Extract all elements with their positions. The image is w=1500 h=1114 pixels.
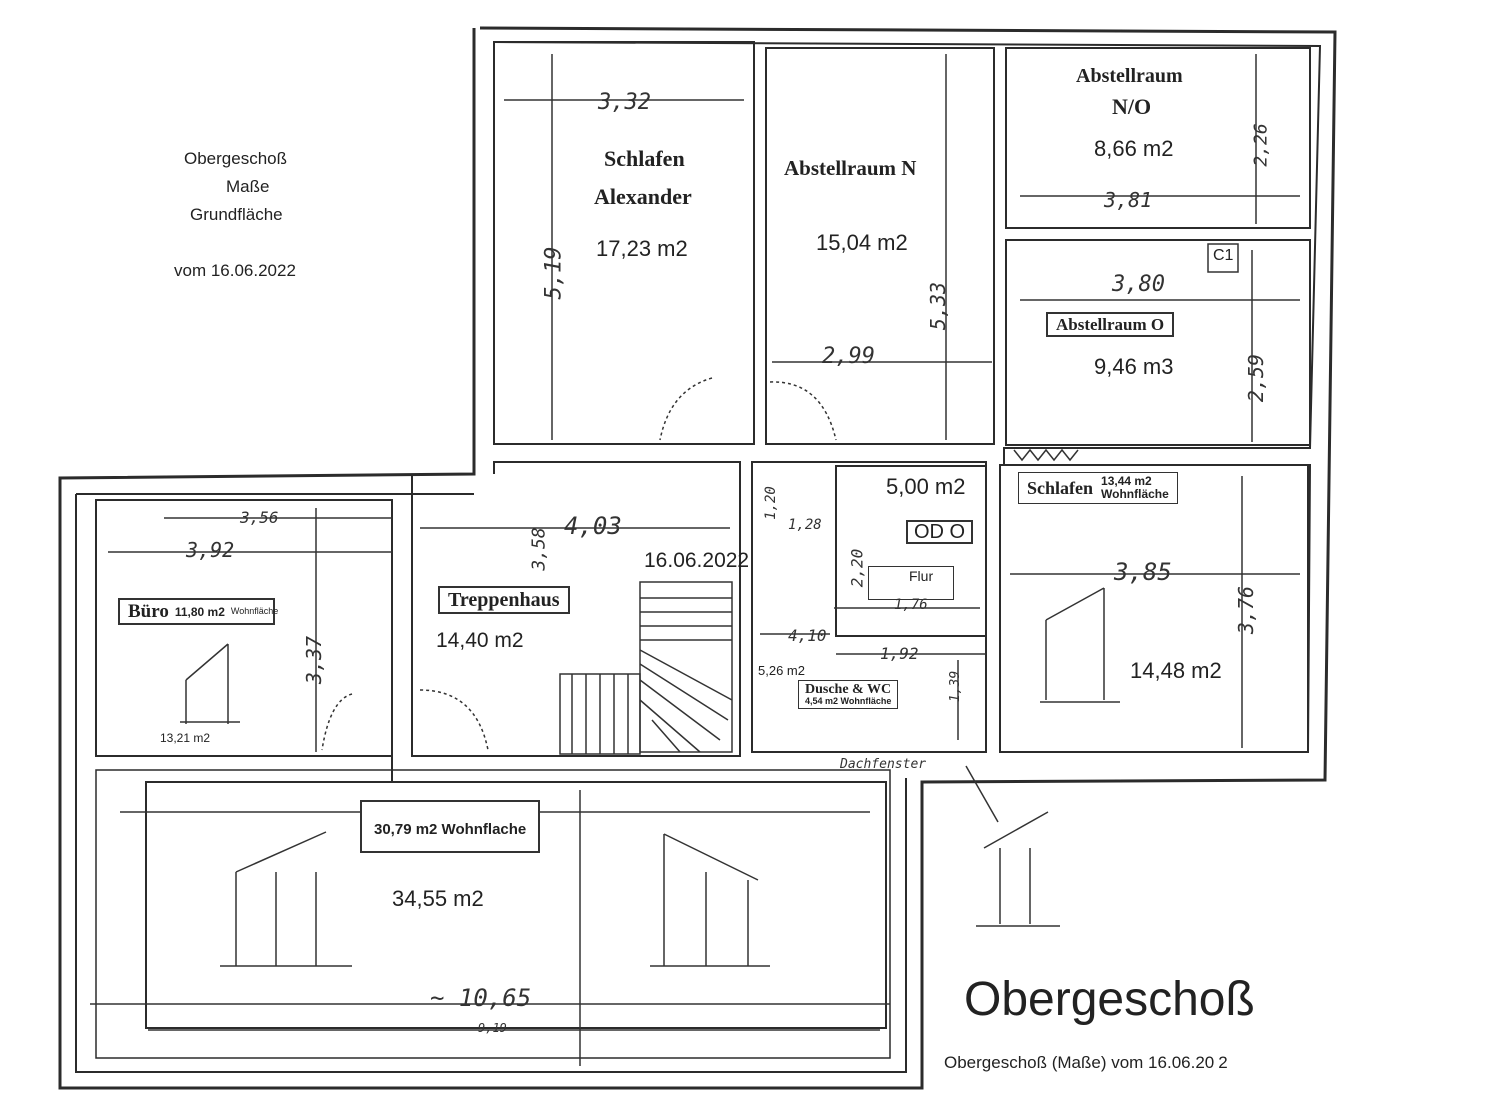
wall-dachraum-outer <box>95 769 891 1059</box>
room-abstellraum-no-name1: Abstellraum <box>1076 65 1183 87</box>
room-buero-living: 11,80 m2 <box>174 604 225 619</box>
stamp-date: 16.06.2022 <box>644 549 750 572</box>
room-flur-name: Flur <box>868 566 955 600</box>
room-abstellraum-n-name: Abstellraum N <box>784 156 917 180</box>
room-abstellraum-no-area: 8,66 m2 <box>1094 136 1174 161</box>
dim-flur-a: 1,28 <box>788 517 822 533</box>
room-buero-area: 13,21 m2 <box>160 731 211 745</box>
dim-abstellraum-o-width: 3,80 <box>1112 272 1165 297</box>
wall-schlafen-alexander <box>493 41 755 445</box>
door-arc-treppenhaus <box>419 689 489 751</box>
room-dusche-area: 5,26 m2 <box>758 663 805 678</box>
dim-dusche: 4,10 <box>788 626 827 645</box>
slope-symbol-buero <box>180 643 240 724</box>
dim-abstellraum-no-width: 3,81 <box>1104 188 1153 212</box>
room-schlafen-name: Schlafen <box>1027 478 1094 499</box>
wall-dachraum <box>145 781 887 1029</box>
wall-lower-block <box>75 493 907 1073</box>
wall-flur <box>751 461 987 753</box>
outer-wall-upper <box>58 26 1337 1090</box>
dim-abstellraum-no-height: 2,26 <box>1250 123 1272 167</box>
label-dachfenster: Dachfenster <box>840 757 927 772</box>
dim-dusche-height: 1,39 <box>948 670 964 703</box>
dim-flur-b: 1,20 <box>762 486 779 520</box>
room-flur-label: OD O <box>906 520 974 544</box>
plan-footer-end: 2 <box>1218 1053 1228 1072</box>
room-alexander-name1: Schlafen <box>604 146 685 171</box>
room-abstellraum-no-name2: N/O <box>1112 94 1152 119</box>
dim-dachraum-inner: 9,19 <box>478 1021 507 1035</box>
dim-treppenhaus-height: 3,58 <box>528 527 550 571</box>
slope-symbol-schlafen <box>1040 587 1120 703</box>
room-dusche-name: Dusche & WC <box>805 682 892 697</box>
room-dusche-living: 4,54 m2 Wohnfläche <box>805 696 892 707</box>
dim-alexander-width: 3,32 <box>598 90 651 115</box>
room-dusche-label: Dusche & WC 4,54 m2 Wohnfläche <box>798 680 899 710</box>
header-line1: Obergeschoß <box>184 149 287 168</box>
wall-treppenhaus <box>411 461 741 757</box>
slope-symbol-dach-left <box>220 831 352 967</box>
room-schlafen-living-note: Wohnfläche <box>1101 487 1169 502</box>
door-arc-alexander <box>659 377 713 441</box>
plan-footer-text: Obergeschoß (Maße) vom 16.06.20 <box>944 1053 1215 1072</box>
header-line3: Grundfläche <box>190 205 283 224</box>
wall-flur-inner <box>835 465 987 637</box>
dim-dachraum-width: ~ 10,65 <box>430 984 532 1012</box>
stairs <box>559 581 733 755</box>
room-dachraum-living: 30,79 m2 Wohnflache <box>360 800 541 853</box>
slope-symbol-dach-right <box>650 833 770 967</box>
room-abstellraum-o-name: Abstellraum O <box>1046 312 1175 337</box>
dim-abstellraum-o-height: 2,59 <box>1244 353 1269 403</box>
door-arc-abstellraum-n <box>769 381 837 441</box>
wall-schlafen <box>999 464 1309 753</box>
room-dachraum-area: 34,55 m2 <box>392 886 484 911</box>
room-buero-living-note: Wohnfläche <box>230 606 279 616</box>
dim-schlafen-height: 3,76 <box>1234 585 1259 635</box>
wall-abstellraum-no <box>1005 47 1311 229</box>
room-buero-name: Büro <box>128 601 169 622</box>
dim-buero-outer-width: 3,56 <box>240 508 279 527</box>
room-alexander-area: 17,23 m2 <box>596 236 688 261</box>
room-treppenhaus-area: 14,40 m2 <box>436 629 524 652</box>
window-zigzag <box>1013 448 1079 462</box>
room-alexander-name2: Alexander <box>594 184 692 209</box>
header-line2: Maße <box>226 177 270 196</box>
dim-dusche-width: 1,92 <box>880 644 919 663</box>
room-schlafen-label: Schlafen 13,44 m2 Wohnfläche <box>1018 472 1178 505</box>
room-abstellraum-o-area: 9,46 m3 <box>1094 354 1174 379</box>
room-abstellraum-n-area: 15,04 m2 <box>816 230 908 255</box>
room-schlafen-living: 13,44 m2 <box>1101 474 1152 488</box>
room-buero-label: Büro 11,80 m2 Wohnfläche <box>118 598 279 625</box>
dim-abstellraum-n-width: 2,99 <box>822 344 875 369</box>
slope-symbol-outside <box>976 811 1060 927</box>
header-date: vom 16.06.2022 <box>174 261 296 280</box>
dim-schlafen-width: 3,85 <box>1114 558 1172 586</box>
dim-alexander-height: 5,19 <box>541 246 567 300</box>
door-arc-buero <box>321 693 353 751</box>
dim-treppenhaus-width: 4,03 <box>564 512 622 540</box>
room-schlafen-area: 14,48 m2 <box>1130 658 1222 683</box>
wall-abstellraum-n <box>765 47 995 445</box>
plan-title: Obergeschoß <box>964 973 1255 1026</box>
dim-buero-height: 3,37 <box>302 635 327 685</box>
stamp-c1-box <box>1207 243 1239 273</box>
dim-flur-height: 2,20 <box>847 548 867 588</box>
wall-buero <box>95 499 393 757</box>
room-treppenhaus-name: Treppenhaus <box>438 586 570 614</box>
stamp-c1: C1 <box>1213 247 1234 264</box>
wall-abstellraum-o <box>1005 239 1311 446</box>
dim-buero-width: 3,92 <box>186 538 235 562</box>
dim-abstellraum-n-height: 5,33 <box>926 281 951 331</box>
dim-flur-width: 1,76 <box>894 597 928 613</box>
room-flur-area: 5,00 m2 <box>886 474 966 499</box>
